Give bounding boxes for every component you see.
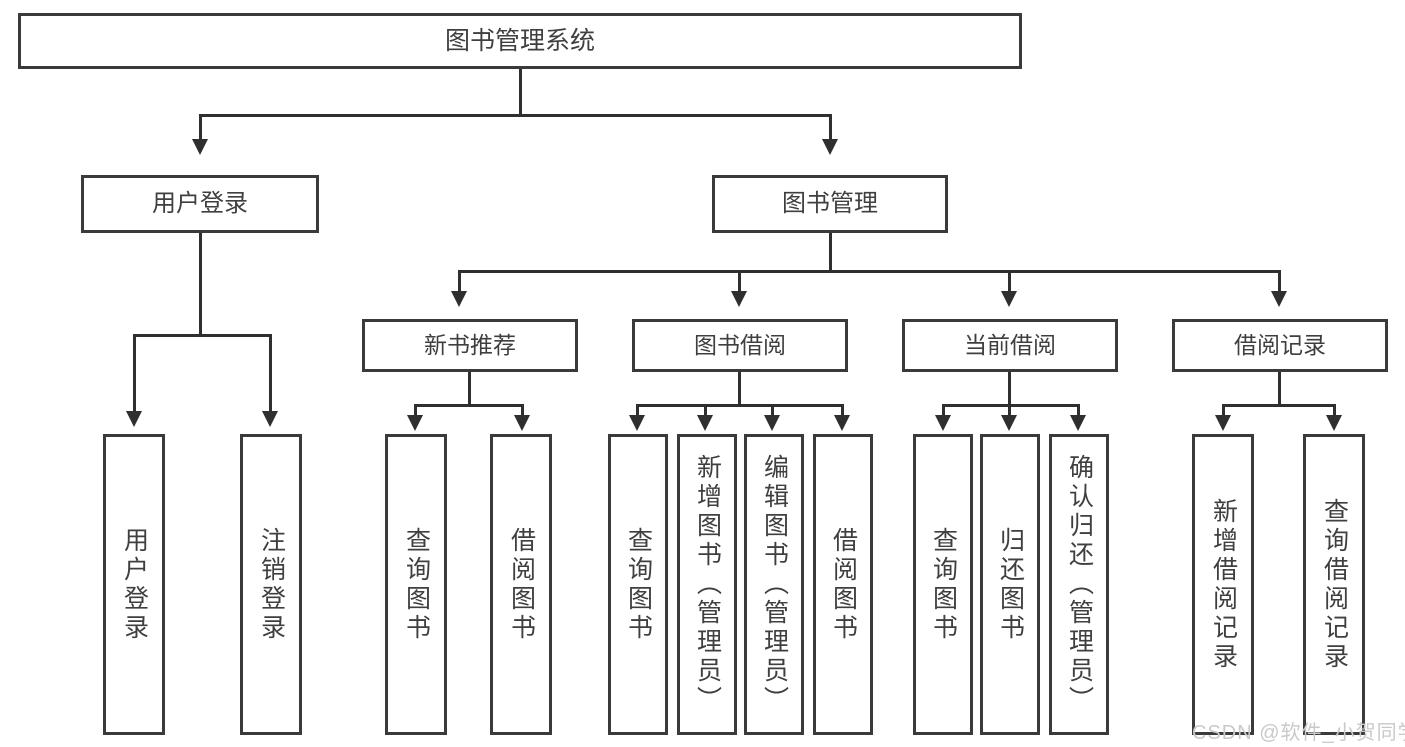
connector-root-stem (519, 69, 522, 115)
leaf-node-add-borrow-record[interactable]: 新增借阅记录 (1192, 434, 1254, 735)
leaf-label: 用户登录 (120, 527, 149, 643)
connector-root-to-book-mgmt (829, 114, 832, 142)
connector-current-drop-3 (1077, 404, 1080, 418)
arrowhead-leaf-user-login (126, 411, 142, 427)
arrowhead-user-login (192, 139, 208, 155)
leaf-node-query-book-recommend[interactable]: 查询图书 (385, 434, 447, 735)
node-book-management[interactable]: 图书管理 (712, 175, 948, 233)
node-label: 图书管理系统 (444, 27, 595, 55)
leaf-label: 注销登录 (257, 527, 286, 643)
leaf-label: 查询图书 (402, 527, 431, 643)
connector-book-mgmt-stem (829, 233, 832, 271)
connector-user-login-stem (199, 233, 202, 335)
arrowhead-borrow-records (1271, 291, 1287, 307)
leaf-label: 确认归还（管理员） (1065, 454, 1094, 715)
arrowhead-leaf-logout (262, 411, 278, 427)
leaf-node-add-book-admin[interactable]: 新增图书（管理员） (677, 434, 737, 735)
leaf-label: 新增借阅记录 (1209, 498, 1238, 672)
leaf-node-user-login[interactable]: 用户登录 (103, 434, 165, 735)
watermark-text: CSDN @软件_小贺同学 (1192, 722, 1405, 744)
leaf-label: 查询借阅记录 (1320, 498, 1349, 672)
arrowhead-rc-leaf-1 (1215, 415, 1231, 431)
node-new-book-recommend[interactable]: 新书推荐 (362, 319, 578, 372)
arrowhead-bw-leaf-4 (834, 415, 850, 431)
arrowhead-cb-leaf-1 (935, 415, 951, 431)
node-root-system[interactable]: 图书管理系统 (18, 13, 1022, 69)
leaf-node-edit-book-admin[interactable]: 编辑图书（管理员） (744, 434, 804, 735)
connector-borrow-drop-4 (841, 404, 844, 418)
leaf-label: 查询图书 (929, 527, 958, 643)
connector-book-mgmt-bus (458, 270, 1281, 273)
arrowhead-bw-leaf-3 (764, 415, 780, 431)
connector-borrow-stem (738, 372, 741, 405)
leaf-label: 编辑图书（管理员） (760, 454, 789, 715)
arrowhead-cb-leaf-2 (1001, 415, 1017, 431)
node-label: 借阅记录 (1234, 331, 1326, 358)
leaf-label: 借阅图书 (507, 527, 536, 643)
arrowhead-rc-leaf-2 (1326, 415, 1342, 431)
connector-user-login-drop-1 (133, 334, 136, 414)
node-label: 图书管理 (782, 189, 878, 217)
node-label: 当前借阅 (964, 331, 1056, 358)
connector-new-book-drop-1 (414, 404, 417, 418)
connector-new-book-bus (414, 404, 524, 407)
arrowhead-bw-leaf-1 (629, 415, 645, 431)
arrowhead-cb-leaf-3 (1070, 415, 1086, 431)
leaf-node-return-book[interactable]: 归还图书 (980, 434, 1040, 735)
connector-borrow-drop-1 (636, 404, 639, 418)
connector-user-login-drop-2 (269, 334, 272, 414)
leaf-label: 新增图书（管理员） (693, 454, 722, 715)
leaf-node-logout[interactable]: 注销登录 (240, 434, 302, 735)
arrowhead-nb-leaf-2 (514, 415, 530, 431)
connector-root-bus (199, 114, 832, 117)
arrowhead-new-book (451, 291, 467, 307)
leaf-node-borrow-book[interactable]: 借阅图书 (813, 434, 873, 735)
node-current-borrow[interactable]: 当前借阅 (902, 319, 1118, 372)
connector-borrow-bus (636, 404, 844, 407)
arrowhead-book-borrow (731, 291, 747, 307)
node-label: 新书推荐 (424, 331, 516, 358)
node-user-login[interactable]: 用户登录 (81, 175, 319, 233)
connector-root-to-user-login (199, 114, 202, 142)
node-label: 用户登录 (152, 189, 248, 217)
connector-to-new-book (458, 270, 461, 294)
connector-to-book-borrow (738, 270, 741, 294)
connector-new-book-drop-2 (521, 404, 524, 418)
connector-current-stem (1008, 372, 1011, 405)
node-book-borrow[interactable]: 图书借阅 (632, 319, 848, 372)
arrowhead-current-borrow (1001, 291, 1017, 307)
connector-borrow-drop-2 (704, 404, 707, 418)
connector-to-current-borrow (1008, 270, 1011, 294)
node-borrow-records[interactable]: 借阅记录 (1172, 319, 1388, 372)
connector-borrow-drop-3 (771, 404, 774, 418)
leaf-node-confirm-return-admin[interactable]: 确认归还（管理员） (1049, 434, 1109, 735)
connector-current-drop-2 (1008, 404, 1011, 418)
leaf-label: 归还图书 (996, 527, 1025, 643)
connector-new-book-stem (468, 372, 471, 405)
leaf-label: 借阅图书 (829, 527, 858, 643)
leaf-node-query-book-current[interactable]: 查询图书 (913, 434, 973, 735)
connector-records-bus (1222, 404, 1336, 407)
leaf-node-query-book-borrow[interactable]: 查询图书 (608, 434, 668, 735)
leaf-label: 查询图书 (624, 527, 653, 643)
arrowhead-bw-leaf-2 (697, 415, 713, 431)
leaf-node-borrow-book-recommend[interactable]: 借阅图书 (490, 434, 552, 735)
node-label: 图书借阅 (694, 331, 786, 358)
leaf-node-query-borrow-record[interactable]: 查询借阅记录 (1303, 434, 1365, 735)
connector-records-stem (1278, 372, 1281, 405)
arrowhead-book-mgmt (822, 139, 838, 155)
connector-records-drop-1 (1222, 404, 1225, 418)
connector-to-borrow-records (1278, 270, 1281, 294)
connector-user-login-bus (133, 334, 271, 337)
connector-current-bus (942, 404, 1080, 407)
arrowhead-nb-leaf-1 (407, 415, 423, 431)
connector-records-drop-2 (1333, 404, 1336, 418)
connector-current-drop-1 (942, 404, 945, 418)
